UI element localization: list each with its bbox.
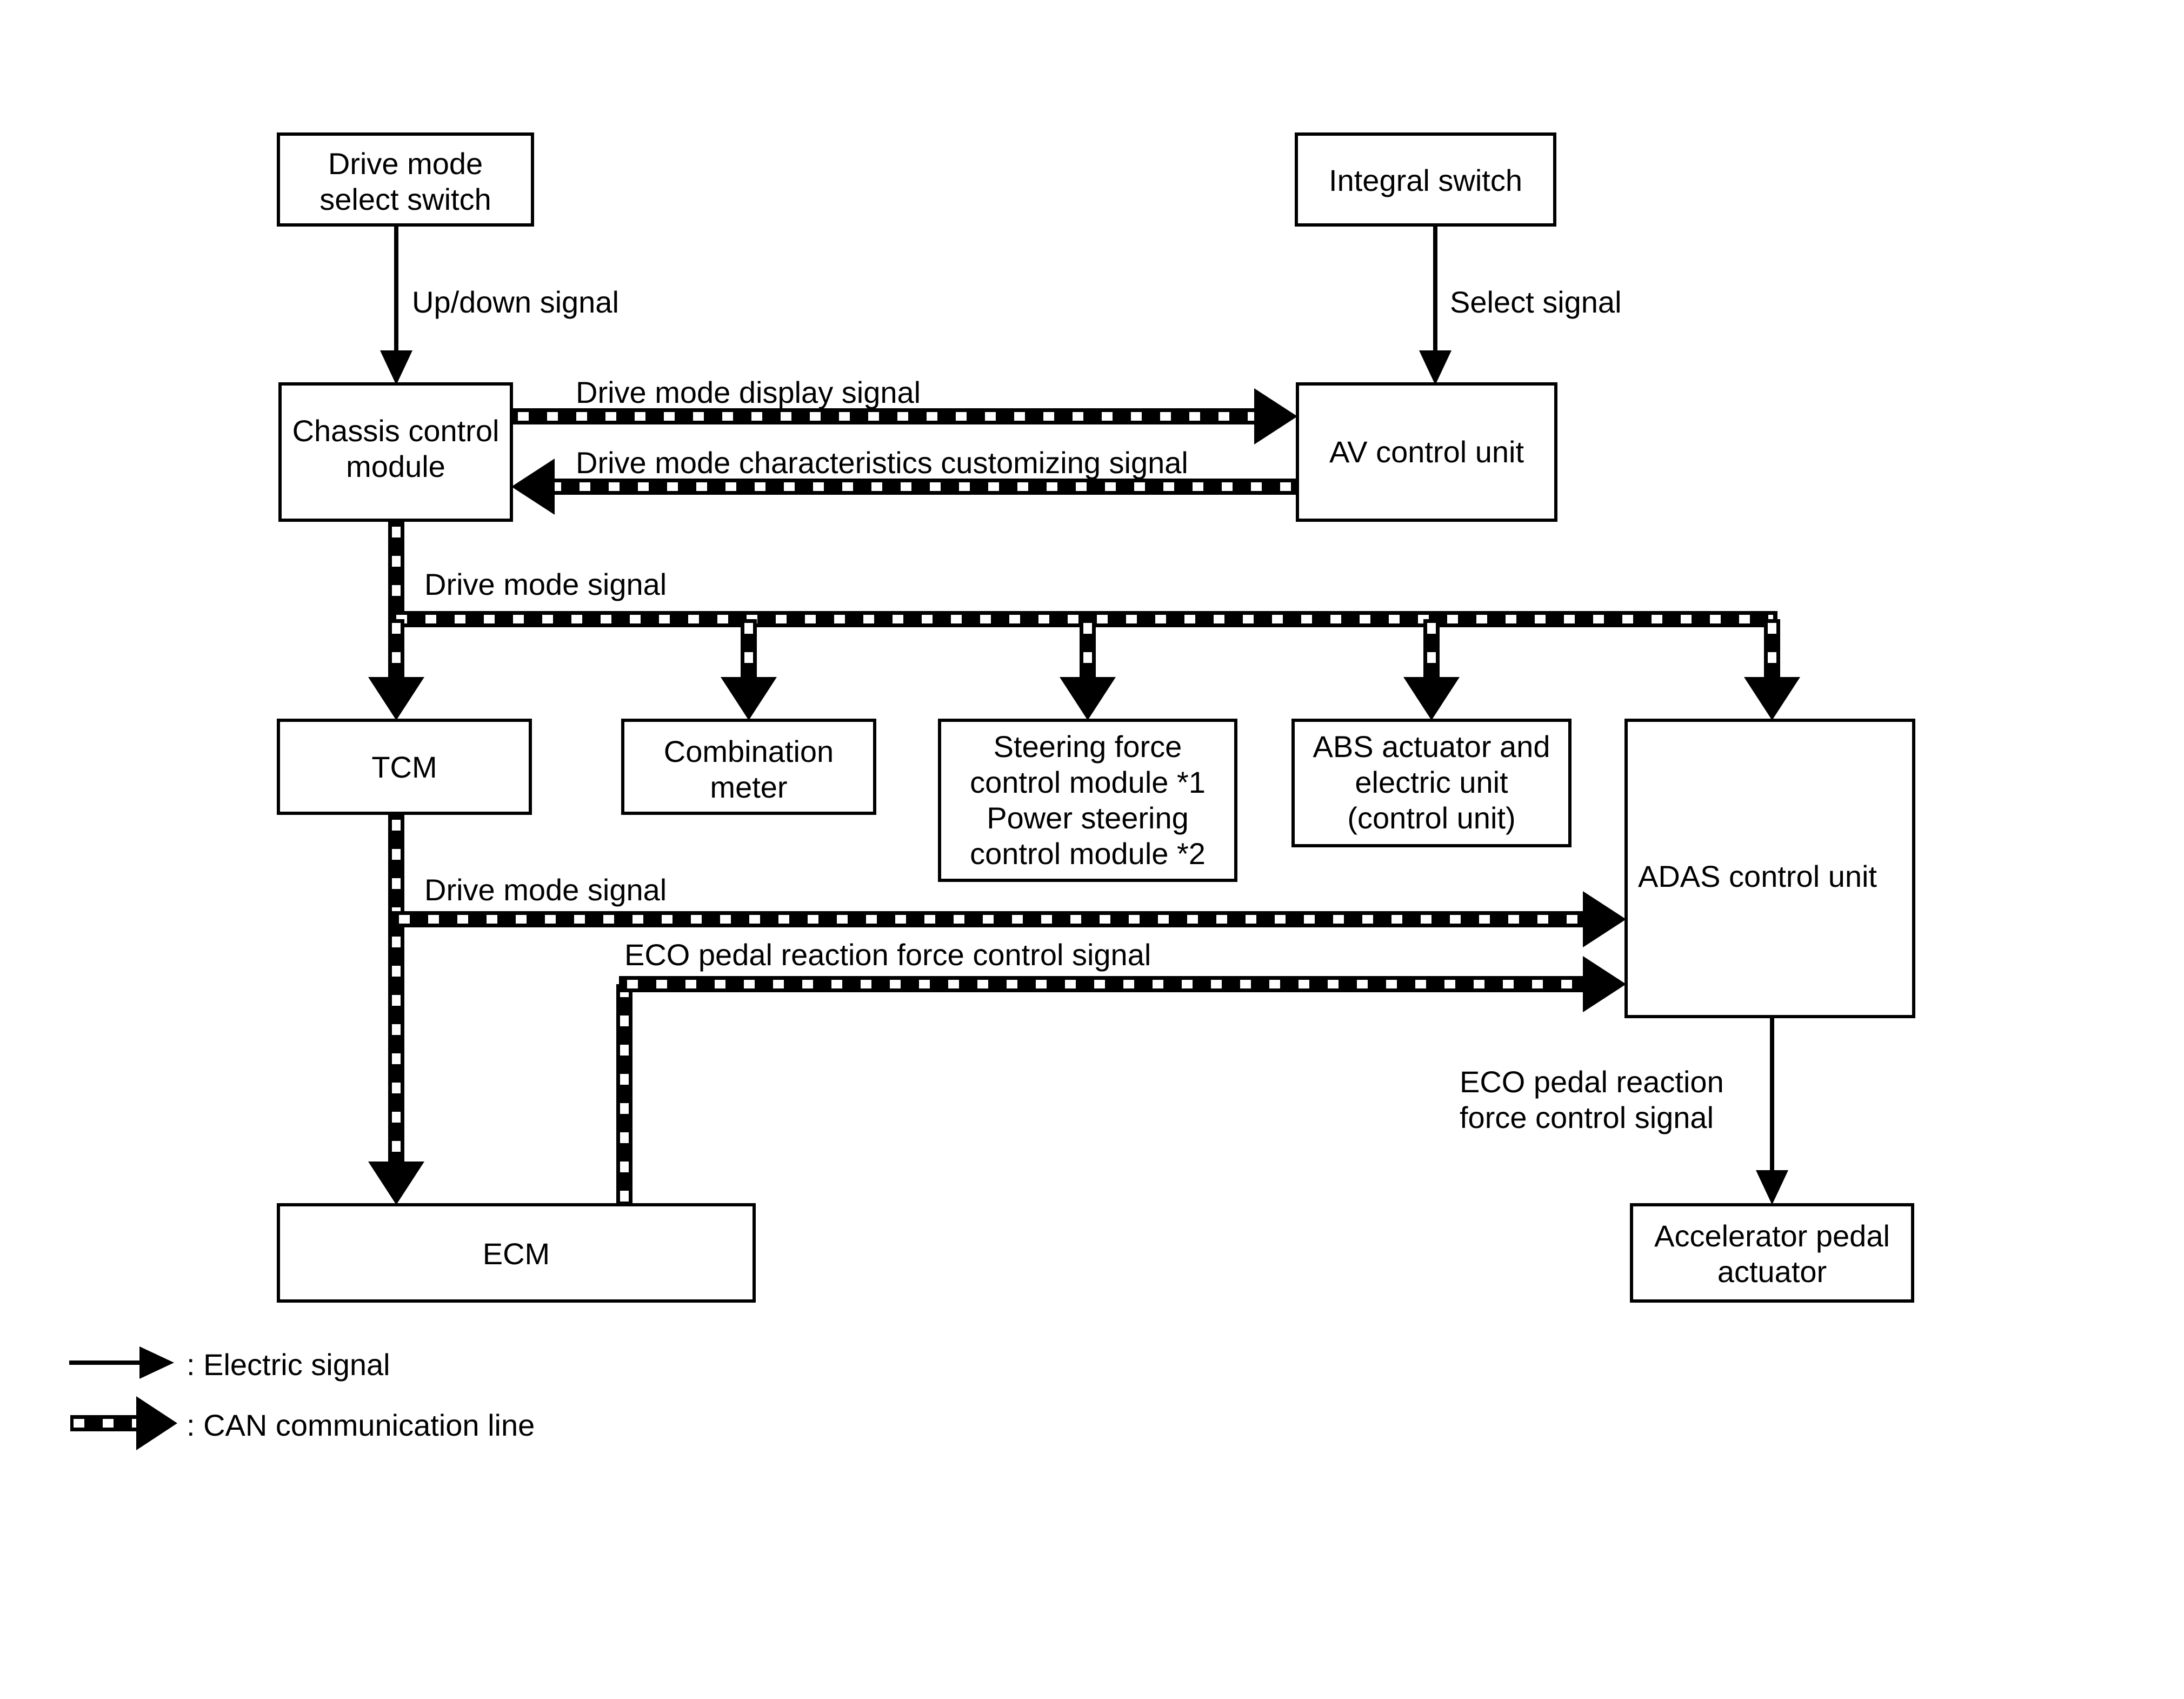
label-drive-mode-signal-tcm-adas: Drive mode signal (424, 873, 667, 907)
tcm-box[interactable] (277, 719, 532, 815)
edge-drive-mode-signal-bus (368, 520, 1800, 720)
label-drive-mode-signal-bus: Drive mode signal (424, 567, 667, 601)
combination-meter-label-line-2: meter (710, 770, 787, 804)
node-adas-control-unit[interactable]: ADAS control unit (1624, 719, 1915, 1018)
drive-mode-select-switch-box[interactable] (277, 132, 534, 227)
tcm-ecm-arrowhead (368, 1162, 424, 1205)
legend-can-arrowhead (136, 1396, 177, 1450)
can-connections (368, 388, 1800, 1205)
av-control-unit-box[interactable] (1296, 382, 1557, 522)
abs-actuator-label-line-3: (control unit) (1347, 801, 1515, 835)
edge-eco-pedal-reaction-force-control-signal (616, 956, 1626, 1205)
av-control-unit-label: AV control unit (1329, 435, 1524, 469)
electric-connections (380, 225, 1788, 1205)
node-ecm[interactable]: ECM (277, 1203, 756, 1303)
drop-tcm-arrowhead (368, 677, 424, 720)
tcm-adas-arrowhead (1583, 891, 1626, 947)
steering-force-control-module-box[interactable] (938, 719, 1237, 882)
legend: : Electric signal : CAN communication li… (69, 1346, 535, 1450)
abs-actuator-label-line-1: ABS actuator and (1313, 729, 1550, 764)
steering-force-label-line-2: control module *1 (970, 765, 1206, 799)
accelerator-pedal-actuator-label-line-1: Accelerator pedal (1654, 1219, 1890, 1253)
edge-labels: Up/down signal Select signal Drive mode … (412, 285, 1724, 1134)
edge-up-down-signal (380, 225, 412, 385)
node-tcm[interactable]: TCM (277, 719, 532, 815)
edge-select-signal (1419, 225, 1451, 385)
legend-item-electric-signal: : Electric signal (69, 1346, 390, 1382)
combination-meter-label-line-1: Combination (664, 734, 834, 768)
up-down-signal-arrowhead (380, 350, 412, 385)
drop-abs-actuator-arrowhead (1403, 677, 1460, 720)
node-av-control-unit[interactable]: AV control unit (1296, 382, 1557, 522)
node-drive-mode-select-switch[interactable]: Drive mode select switch (277, 132, 534, 227)
select-signal-arrowhead (1419, 350, 1451, 385)
steering-force-label-line-1: Steering force (994, 729, 1182, 764)
tcm-label: TCM (371, 750, 437, 784)
edge-drive-mode-characteristics-customizing-signal (511, 459, 1297, 515)
drive-mode-select-switch-label-line-1: Drive mode (328, 147, 483, 181)
legend-item-can-communication-line: : CAN communication line (70, 1396, 535, 1450)
label-drive-mode-characteristics-customizing-signal: Drive mode characteristics customizing s… (576, 446, 1188, 480)
drop-combination-meter-arrowhead (721, 677, 777, 720)
eco-pedal-actuator-arrowhead (1756, 1170, 1788, 1205)
legend-electric-signal-label: : Electric signal (187, 1348, 390, 1382)
node-chassis-control-module[interactable]: Chassis control module (278, 382, 513, 522)
drive-mode-select-switch-label-line-2: select switch (319, 182, 491, 216)
label-drive-mode-display-signal: Drive mode display signal (576, 375, 921, 409)
label-eco-pedal-actuator-line-1: ECO pedal reaction (1460, 1065, 1724, 1099)
node-abs-actuator-and-electric-unit[interactable]: ABS actuator and electric unit (control … (1291, 719, 1572, 847)
accelerator-pedal-actuator-box[interactable] (1630, 1203, 1914, 1303)
integral-switch-box[interactable] (1295, 132, 1556, 227)
chassis-control-module-label-line-2: module (346, 449, 445, 483)
label-eco-pedal-reaction-force-control-signal-ecm: ECO pedal reaction force control signal (624, 938, 1151, 972)
steering-force-label-line-3: Power steering (987, 801, 1189, 835)
drop-adas-arrowhead (1744, 677, 1800, 720)
combination-meter-box[interactable] (621, 719, 876, 815)
integral-switch-label: Integral switch (1329, 163, 1522, 197)
node-integral-switch[interactable]: Integral switch (1295, 132, 1556, 227)
node-steering-force-control-module[interactable]: Steering force control module *1 Power s… (938, 719, 1237, 882)
chassis-control-module-box[interactable] (278, 382, 513, 522)
legend-can-communication-line-label: : CAN communication line (187, 1408, 535, 1442)
chassis-control-module-label-line-1: Chassis control (292, 414, 500, 448)
edge-drive-mode-display-signal (511, 388, 1297, 444)
adas-control-unit-box[interactable] (1624, 719, 1915, 1018)
steering-force-label-line-4: control module *2 (970, 837, 1206, 871)
legend-electric-arrowhead (139, 1346, 174, 1379)
abs-actuator-box[interactable] (1291, 719, 1572, 847)
label-up-down-signal: Up/down signal (412, 285, 619, 319)
drive-mode-display-arrowhead (1254, 388, 1297, 444)
edge-eco-pedal-actuator (1756, 1017, 1788, 1205)
drop-steering-force-arrowhead (1060, 677, 1116, 720)
node-accelerator-pedal-actuator[interactable]: Accelerator pedal actuator (1630, 1203, 1914, 1303)
accelerator-pedal-actuator-label-line-2: actuator (1717, 1255, 1827, 1289)
node-combination-meter[interactable]: Combination meter (621, 719, 876, 815)
ecm-label: ECM (483, 1237, 550, 1271)
adas-control-unit-label: ADAS control unit (1638, 859, 1877, 893)
abs-actuator-label-line-2: electric unit (1355, 765, 1508, 799)
drive-mode-characteristics-arrowhead (511, 459, 555, 515)
label-select-signal: Select signal (1450, 285, 1622, 319)
edge-drive-mode-signal-tcm (368, 813, 1626, 1205)
eco-pedal-arrowhead (1583, 956, 1626, 1012)
ecm-box[interactable] (277, 1203, 756, 1303)
label-eco-pedal-actuator-line-2: force control signal (1460, 1100, 1714, 1134)
nodes: Drive mode select switch Integral switch… (277, 132, 1915, 1303)
